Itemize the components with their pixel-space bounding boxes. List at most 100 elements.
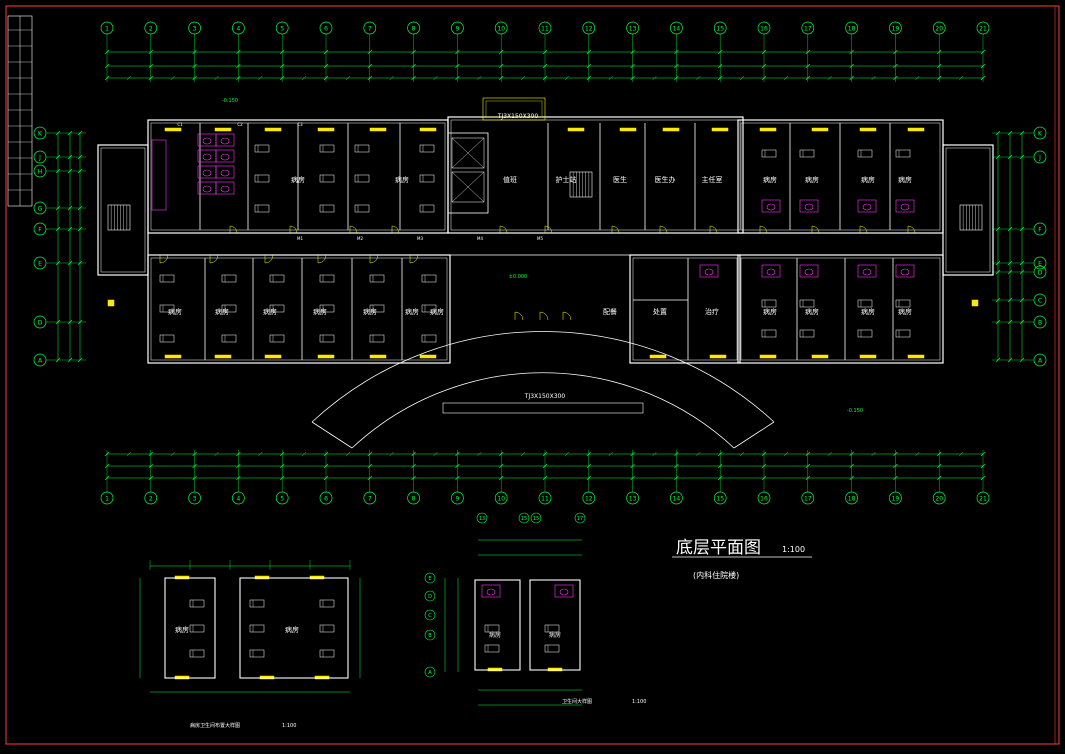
grid-number: 4 [236, 26, 240, 33]
grid-number: 17 [804, 496, 812, 503]
dimension-tick [192, 475, 197, 481]
dimension-tick [805, 75, 811, 81]
grid-letter: E [428, 576, 431, 582]
fixture-box [699, 264, 719, 278]
bed [895, 329, 911, 338]
room-label: 病房 [549, 631, 561, 639]
dimension-tick [389, 75, 394, 81]
dimension-tick [126, 75, 132, 81]
dimension-tick [1019, 154, 1025, 160]
dimension-tick [455, 75, 460, 81]
fixture-box [895, 199, 915, 213]
elevator-shaft [447, 132, 489, 214]
dimension-tick [849, 49, 854, 55]
fixture-box [761, 264, 781, 278]
grid-number: 6 [324, 496, 328, 503]
door-label: M4 [477, 236, 483, 241]
dimension-tick [674, 475, 679, 481]
dimension-tick [1019, 226, 1025, 232]
dimension-tick [542, 75, 548, 81]
dimension-tick [1019, 130, 1025, 136]
dimension-tick [77, 357, 83, 363]
bed [419, 174, 435, 183]
grid-number: 15 [716, 26, 724, 33]
dimension-tick [170, 75, 175, 81]
dimension-tick [652, 75, 657, 81]
elevator-car [451, 137, 485, 169]
dimension-tick [652, 451, 657, 457]
dimension-tick [630, 63, 635, 69]
grid-number: 21 [979, 26, 987, 33]
dimension-tick [411, 475, 416, 481]
grid-letter: F [1038, 227, 1042, 234]
detail-caption-left-scale: 1:100 [282, 723, 296, 729]
grid-number: 17 [577, 516, 583, 522]
grid-bubble [518, 512, 530, 524]
grid-number: 17 [804, 26, 812, 33]
bed [857, 149, 873, 158]
door-label: M2 [357, 236, 363, 241]
dimension-tick [893, 451, 898, 457]
dimension-tick [958, 75, 964, 81]
toilet-bowl [559, 588, 569, 596]
dimension-tick [871, 75, 876, 81]
door-swing [369, 254, 379, 264]
bed [319, 144, 335, 153]
toilet-bowl [220, 153, 230, 161]
grid-bubble [574, 512, 586, 524]
canopy-edge [311, 421, 353, 449]
toilet-bowl [766, 268, 776, 276]
grid-number: 10 [497, 496, 505, 503]
window-mark [317, 127, 335, 132]
dimension-tick [893, 463, 898, 469]
dimension-tick [586, 451, 592, 457]
door-swing [159, 254, 169, 264]
room-label: 病房 [175, 625, 189, 634]
window-mark [907, 127, 925, 132]
window-mark [264, 127, 282, 132]
dimension-tick [411, 463, 416, 469]
door-swing [209, 254, 219, 264]
bed [319, 624, 335, 633]
stair-outline [569, 171, 593, 198]
dimension-tick [104, 63, 110, 69]
dimension-tick [893, 49, 898, 55]
dimension-tick [1007, 357, 1013, 363]
dimension-tick [301, 75, 307, 81]
dimension-tick [674, 63, 679, 69]
canopy-edge [733, 421, 775, 449]
bed [189, 599, 205, 608]
fixture-box [481, 584, 501, 598]
elevation-mark: ±0.000 [509, 274, 528, 280]
dimension-tick [236, 475, 241, 481]
bed [319, 204, 335, 213]
fixture-box [895, 264, 915, 278]
window-mark [419, 354, 437, 359]
room-label: 病房 [215, 307, 229, 316]
grid-letter: G [38, 206, 43, 213]
dimension-tick [104, 75, 110, 81]
dimension-tick [915, 75, 920, 81]
dimension-tick [717, 49, 723, 55]
dimension-tick [761, 475, 767, 481]
toilet-bowl [862, 268, 872, 276]
grid-number: 11 [541, 496, 549, 503]
window-mark [164, 127, 182, 132]
grid-number: 8 [412, 26, 416, 33]
dimension-tick [980, 63, 986, 69]
bed [269, 274, 285, 283]
door-label: M1 [297, 236, 303, 241]
elevator-x [451, 137, 485, 169]
dimension-tick [345, 75, 351, 81]
dimension-tick [542, 451, 548, 457]
bed [761, 299, 777, 308]
wall-outline [447, 116, 744, 234]
grid-number: 1 [105, 26, 109, 33]
dimension-tick [827, 451, 832, 457]
door-swing [264, 254, 274, 264]
window-mark [811, 354, 829, 359]
dimension-tick [849, 463, 854, 469]
dimension-tick [148, 475, 154, 481]
wall-inner [450, 119, 741, 231]
